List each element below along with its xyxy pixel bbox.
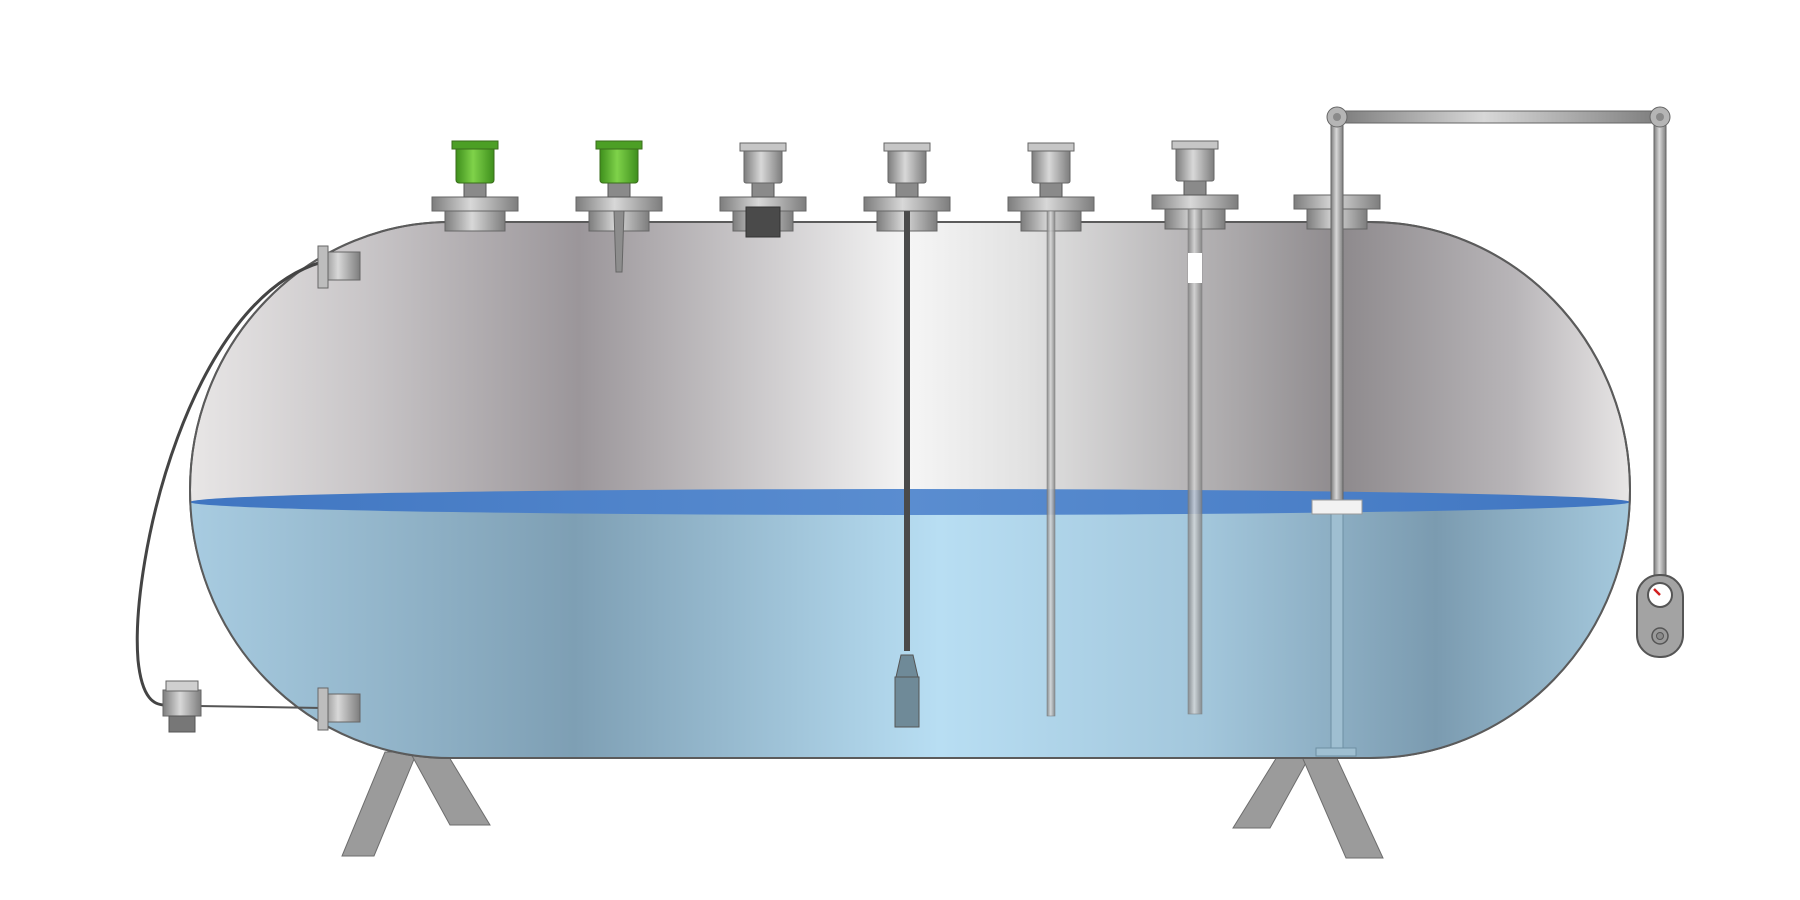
- tube: [1187, 208, 1203, 715]
- radar-block: [745, 206, 781, 238]
- pipe-vertical: [1653, 115, 1667, 580]
- hose: [135, 260, 323, 707]
- rod: [1046, 210, 1056, 717]
- pressure-transmitter-body: [162, 689, 202, 717]
- pipe-horizontal: [1339, 110, 1661, 124]
- tank-legs: [341, 751, 1384, 859]
- side-connection: [135, 245, 361, 733]
- leg-right-back: [1232, 751, 1313, 829]
- tube-marker: [1188, 253, 1202, 283]
- green-sensor-2: [575, 140, 663, 273]
- leg-left-back: [409, 751, 491, 826]
- gray-sensor-6: [1151, 140, 1239, 715]
- pressure-transmitter-base: [168, 715, 196, 733]
- gray-sensor-4: [863, 142, 951, 728]
- green-sensor-1: [431, 140, 519, 232]
- nozzle-upper-flange: [317, 245, 329, 289]
- gray-sensor-5: [1007, 142, 1095, 717]
- nozzle-lower-flange: [317, 687, 329, 731]
- instruments: [431, 106, 1684, 757]
- leg-left-front: [341, 751, 418, 857]
- tuning-fork: [613, 210, 625, 273]
- gray-sensor-3: [719, 142, 807, 238]
- leg-right-front: [1299, 751, 1384, 859]
- guide-tube: [1330, 117, 1344, 501]
- hose-lower: [197, 705, 323, 709]
- float-gauge: [1293, 106, 1684, 757]
- float: [1311, 499, 1363, 515]
- cable: [904, 211, 910, 651]
- pressure-transmitter-cap: [165, 680, 199, 692]
